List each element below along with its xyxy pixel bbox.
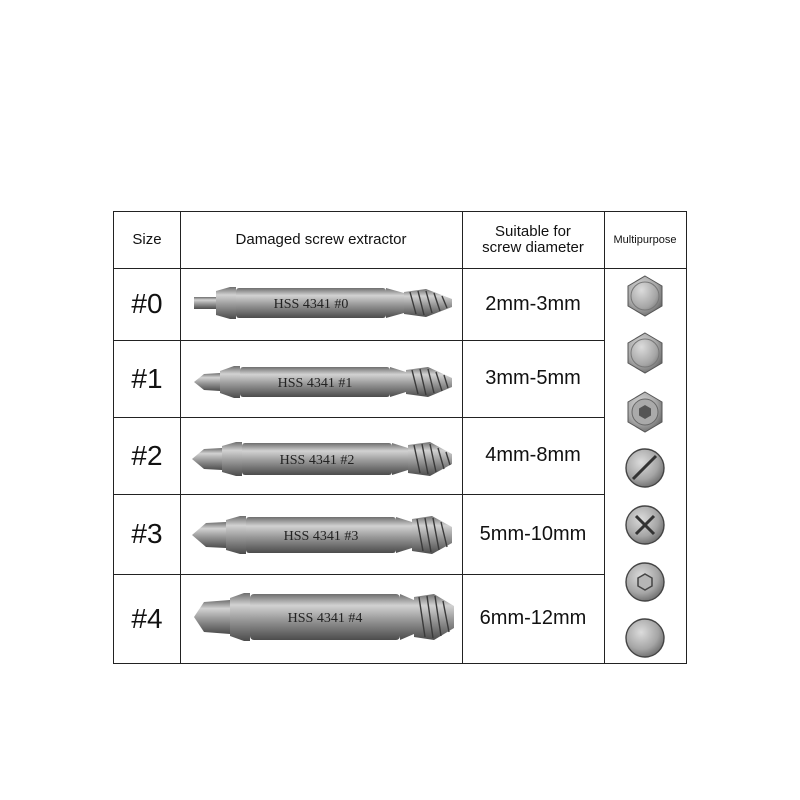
hex-socket-head-icon	[627, 391, 663, 433]
extractor-bit-1: HSS 4341 #1	[194, 366, 452, 398]
hex-head-icon	[627, 332, 663, 374]
header-multipurpose: Multipurpose	[613, 234, 677, 246]
col-divider	[604, 212, 605, 663]
spec-table: Size Damaged screw extractor Suitable fo…	[113, 211, 687, 664]
header-size: Size	[132, 231, 162, 248]
diameter-value: 5mm-10mm	[479, 522, 587, 545]
row-divider	[114, 494, 604, 495]
col-divider	[180, 212, 181, 663]
extractor-bit-2: HSS 4341 #2	[192, 442, 452, 476]
header-suitable: Suitable for screw diameter	[462, 212, 604, 268]
row-divider	[114, 574, 604, 575]
hex-head-icon	[627, 275, 663, 317]
diameter-value: 6mm-12mm	[479, 607, 587, 629]
extractor-bit-4: HSS 4341 #4	[194, 593, 454, 641]
bit-engraving: HSS 4341 #1	[278, 376, 353, 391]
size-label: #3	[131, 518, 163, 549]
extractor-bit-0: HSS 4341 #0	[194, 287, 452, 319]
header-suitable-line1: Suitable for	[495, 223, 571, 240]
header-extractor: Damaged screw extractor	[235, 231, 407, 248]
size-label: #2	[131, 439, 163, 471]
row-divider	[114, 417, 604, 418]
slotted-head-icon	[625, 448, 665, 488]
diameter-value: 2mm-3mm	[485, 292, 581, 315]
row-divider	[114, 268, 686, 269]
diameter-value: 4mm-8mm	[485, 444, 581, 466]
col-divider	[462, 212, 463, 663]
hex-socket-round-head-icon	[625, 562, 665, 602]
extractor-bit-3: HSS 4341 #3	[192, 516, 452, 554]
size-label: #4	[131, 602, 163, 634]
phillips-head-icon	[625, 505, 665, 545]
row-divider	[114, 340, 604, 341]
size-label: #0	[131, 288, 163, 319]
bit-engraving: HSS 4341 #0	[274, 297, 349, 312]
bit-engraving: HSS 4341 #3	[284, 529, 359, 544]
header-suitable-line2: screw diameter	[482, 239, 584, 256]
flat-round-head-icon	[625, 618, 665, 658]
diameter-value: 3mm-5mm	[485, 367, 581, 389]
size-label: #1	[131, 362, 163, 394]
bit-engraving: HSS 4341 #2	[280, 453, 355, 468]
bit-engraving: HSS 4341 #4	[288, 611, 363, 626]
